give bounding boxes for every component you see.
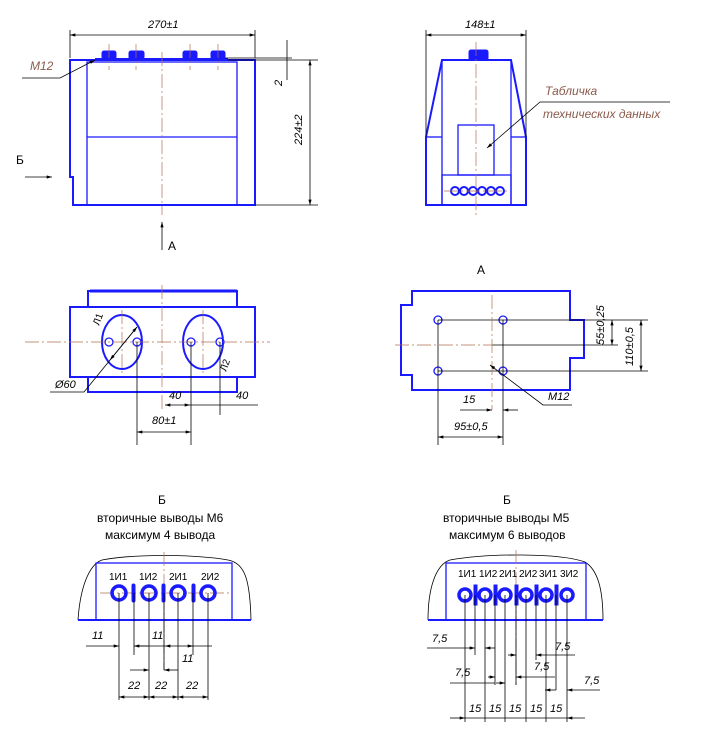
terminal-label: 1И2 [139,572,158,583]
dimension-11: 11 [92,630,103,642]
nameplate-label-line2: технических данных [543,107,661,121]
diameter-dimension: Ø60 [54,379,77,391]
dimension-55: 55±0,25 [595,304,607,345]
view-a: A 55±0,25 110±0,5 15 95±0,5 M12 [395,263,648,445]
terminal-label: 2И2 [519,569,538,580]
view-a-label: A [168,239,176,253]
dimension-22: 22 [127,680,140,692]
view-title: Б [503,493,511,507]
terminals-m6-view: Б вторичные выводы М6 максимум 4 вывода … [77,493,252,700]
nameplate-label-line1: Табличка [545,84,598,98]
dimension-15: 15 [530,703,543,715]
terminal-labels: 1И1 1И2 2И1 2И2 3И1 3И2 [458,569,579,580]
caption-line1: вторичные выводы М6 [97,511,224,525]
height-dimension: 224±2 [293,114,305,146]
dimension-110: 110±0,5 [624,326,636,366]
terminal-label: 2И1 [169,572,188,583]
dimension-15: 15 [489,703,502,715]
mark-l1: Л1 [91,311,106,327]
terminal-label: 2И2 [201,572,220,583]
side-view: 148±1 Табличка технических данных [425,19,670,218]
caption-line2: максимум 6 выводов [449,528,566,542]
dimension-7-5: 7,5 [534,661,550,673]
dimension-15: 15 [463,394,476,406]
width-dimension: 270±1 [147,19,179,31]
terminals-m5-view: Б вторичные выводы М5 максимум 6 выводов… [427,493,604,722]
mark-l2: Л2 [218,357,233,373]
dimension-22: 22 [185,680,198,692]
terminal-label: 3И1 [539,569,558,580]
thread-label: M12 [30,59,54,73]
dimension-11: 11 [152,630,163,642]
view-title: Б [158,493,166,507]
dimension-15: 15 [550,703,563,715]
terminal-label: 1И1 [458,569,477,580]
dimension-40-left: 40 [169,390,182,402]
terminal-label: 3И2 [560,569,579,580]
dimension-15: 15 [469,703,482,715]
terminal-label: 1И2 [479,569,498,580]
dimension-7-5: 7,5 [584,675,600,687]
view-b-label: Б [16,153,24,167]
caption-line2: максимум 4 вывода [105,528,216,542]
dimension-15: 15 [509,703,522,715]
front-view: 270±1 224±2 2 M12 Б A [16,19,318,253]
thread-label: M12 [548,391,569,403]
width-dimension: 148±1 [465,19,496,31]
dimension-11: 11 [182,653,193,665]
dimension-80: 80±1 [152,415,176,427]
dimension-7-5: 7,5 [455,667,471,679]
gap-dimension: 2 [273,80,285,87]
terminal-label: 2И1 [499,569,518,580]
dimension-7-5: 7,5 [555,641,571,653]
dimension-22: 22 [154,680,167,692]
dimension-95: 95±0,5 [454,421,488,433]
dimension-40-right: 40 [236,390,249,402]
terminal-label: 1И1 [109,572,128,583]
caption-line1: вторичные выводы М5 [443,511,570,525]
bottom-view: Л1 Л2 Ø60 40 40 80±1 [25,285,270,445]
view-a-title: A [477,263,485,277]
dimension-7-5: 7,5 [432,633,448,645]
primary-terminals [95,50,228,60]
